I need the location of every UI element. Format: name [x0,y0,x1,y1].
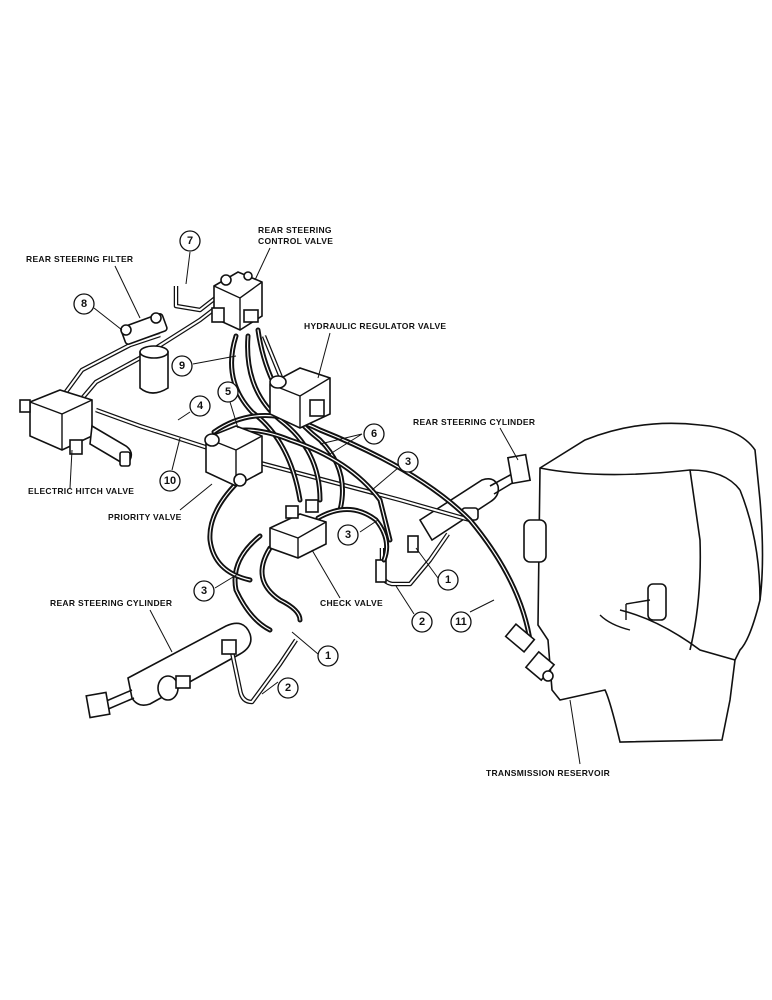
label-rear-steering-cylinder-left: REAR STEERING CYLINDER [50,598,172,608]
label-transmission-reservoir: TRANSMISSION RESERVOIR [486,768,610,778]
callout-1-right: 1 [415,547,459,591]
callout-2-left: 2 [261,677,299,699]
rear-steering-control-valve [211,271,263,331]
label-rear-steering-control-valve-line1: REAR STEERING [258,225,332,235]
rear-steering-filter [120,312,169,394]
callout-6: 6 [319,423,385,455]
svg-text:11: 11 [455,616,467,628]
transmission-reservoir [523,422,764,743]
label-check-valve: CHECK VALVE [320,598,383,608]
label-hydraulic-regulator-valve: HYDRAULIC REGULATOR VALVE [304,321,446,331]
svg-text:6: 6 [371,428,377,440]
callout-5: 5 [217,381,239,429]
label-rear-steering-control-valve-line2: CONTROL VALVE [258,236,333,246]
hose-fitting [504,623,556,682]
svg-text:4: 4 [197,400,204,412]
callout-9: 9 [171,355,237,377]
svg-text:8: 8 [81,298,87,310]
svg-text:7: 7 [187,235,193,247]
rear-steering-cylinder-left [85,622,298,719]
svg-text:2: 2 [419,616,425,628]
svg-text:10: 10 [164,475,176,487]
svg-text:1: 1 [325,650,331,662]
label-electric-hitch-valve: ELECTRIC HITCH VALVE [28,486,134,496]
callout-3-left: 3 [193,573,239,602]
callout-2-right: 2 [395,585,433,633]
svg-text:3: 3 [201,585,207,597]
callout-4: 4 [177,395,211,421]
svg-text:9: 9 [179,360,185,372]
priority-valve [204,425,263,487]
svg-text:5: 5 [225,386,231,398]
svg-text:2: 2 [285,682,291,694]
callout-7: 7 [179,230,201,285]
callout-3-right: 3 [371,451,419,491]
svg-text:3: 3 [405,456,411,468]
label-priority-valve: PRIORITY VALVE [108,512,182,522]
svg-text:3: 3 [345,529,351,541]
label-rear-steering-cylinder-right: REAR STEERING CYLINDER [413,417,535,427]
rear-steering-cylinder-right [375,453,532,587]
label-rear-steering-filter: REAR STEERING FILTER [26,254,133,264]
callout-10: 10 [159,437,181,492]
check-valve [269,499,327,559]
callout-11: 11 [450,599,495,633]
svg-text:1: 1 [445,574,451,586]
callout-8: 8 [73,293,123,331]
callout-1-left: 1 [291,631,339,667]
hydraulic-regulator-valve [269,367,331,429]
electric-hitch-valve [19,389,133,467]
callout-3-mid: 3 [337,519,379,546]
